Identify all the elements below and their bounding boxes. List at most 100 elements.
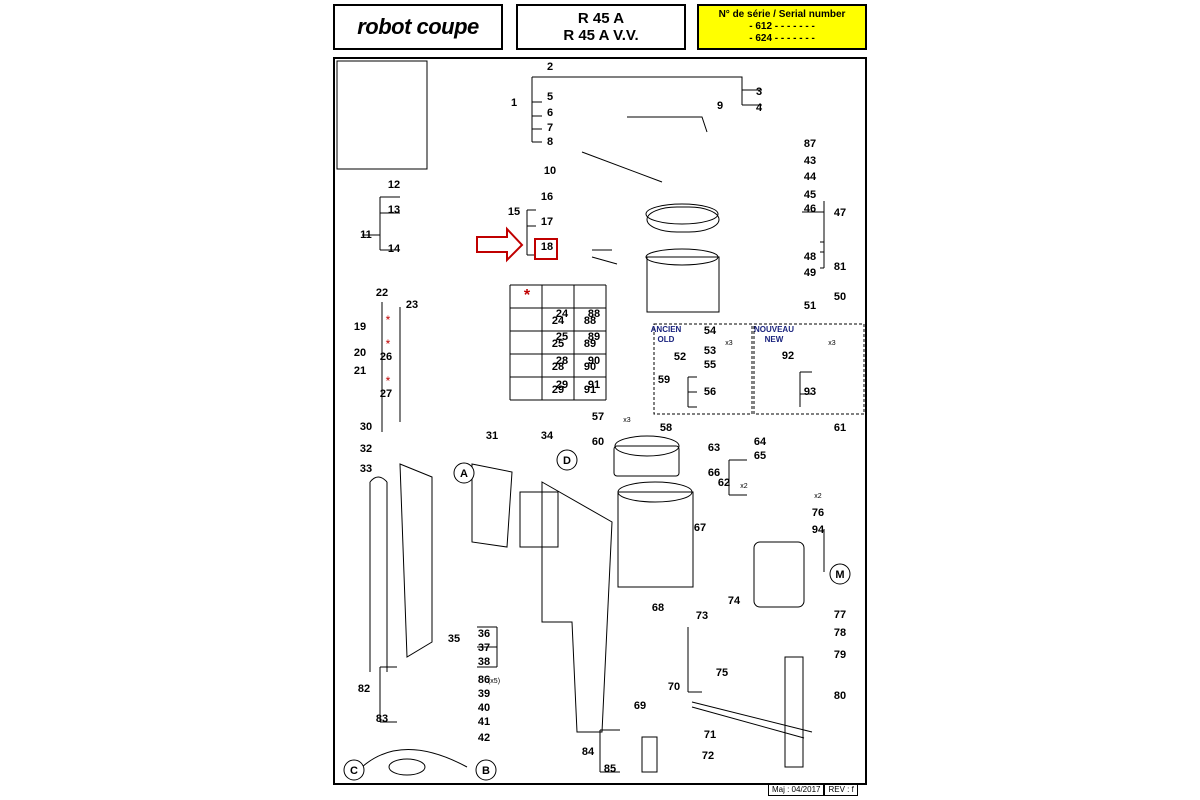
part-label-11: 11 [360,229,372,241]
part-label-26: 26 [380,351,392,363]
part-label-40: 40 [478,702,490,714]
part-label-33: 33 [360,463,372,475]
part-label-60: 60 [592,436,604,448]
table-cell: 90 [584,361,596,373]
circle-d [556,449,578,471]
part-label-79: 79 [834,649,846,661]
model-line-1: R 45 A [577,10,625,27]
part-label-93: 93 [804,386,816,398]
table-cell: 91 [584,384,596,396]
blade-reference-table: 24 88 25 89 28 90 29 91 [509,284,607,401]
nouveau-label: NOUVEAU [754,325,794,334]
part-label-18: 18 [541,241,553,253]
x5-86: (x5) [488,678,500,685]
part-label-81: 81 [834,261,846,273]
part-label-31: 31 [486,430,498,442]
part-label-47: 47 [834,207,846,219]
part-label-86: 86 [478,674,490,686]
part-label-68: 68 [652,602,664,614]
table-cell: 89 [584,338,596,350]
part-label-38: 38 [478,656,490,668]
cable-part [361,749,468,768]
new-label: NEW [765,335,784,344]
part-label-28: 28 [556,355,568,367]
part-label-7: 7 [547,122,553,134]
serial-number-box: N° de série / Serial number - 612 - - - … [697,4,867,50]
ancien-label: ANCIEN [651,325,682,334]
part-label-3: 3 [756,86,762,98]
part-label-19: 19 [354,321,366,333]
part-label-4: 4 [756,102,763,114]
part-label-30: 30 [360,421,372,433]
part-label-89: 89 [588,331,600,343]
part-label-88: 88 [588,308,600,320]
part-label-35: 35 [448,633,460,645]
part-label-71: 71 [704,729,716,741]
part-label-44: 44 [804,171,817,183]
part-label-50: 50 [834,291,846,303]
circle-b [475,759,497,781]
part-label-94: 94 [812,524,825,536]
table-cell: 29 [552,384,564,396]
revision-footer: Maj : 04/2017 REV : f [768,784,858,796]
part-label-15: 15 [508,206,520,218]
asterisk-1: * [386,313,391,327]
model-line-2: R 45 A V.V. [563,27,639,44]
circle-m [829,563,851,585]
serial-title: N° de série / Serial number [718,9,846,20]
part-label-74: 74 [728,595,741,607]
part-label-91: 91 [588,379,600,391]
part-label-16: 16 [541,191,553,203]
part-label-63: 63 [708,442,720,454]
serial-line-1: - 612 - - - - - - - [749,21,815,32]
part-label-76: 76 [812,507,824,519]
bowl-part [646,256,720,313]
lid-part [646,206,720,233]
part-label-8: 8 [547,136,553,148]
part-label-82: 82 [358,683,370,695]
part-label-69: 69 [634,700,646,712]
part-label-84: 84 [582,746,595,758]
part-label-12: 12 [388,179,400,191]
part-label-53: 53 [704,345,716,357]
new-version-box [753,323,865,415]
part-label-61: 61 [834,422,846,434]
part-label-34: 34 [541,430,554,442]
part-label-56: 56 [704,386,716,398]
part-label-72: 72 [702,750,714,762]
part-label-64: 64 [754,436,767,448]
model-box: R 45 A R 45 A V.V. [516,4,686,50]
circle-label-m: M [835,569,844,581]
part-label-59: 59 [658,374,670,386]
part-label-65: 65 [754,450,766,462]
part-label-83: 83 [376,713,388,725]
circle-label-c: C [350,765,358,777]
x2-66a: x2 [740,483,748,490]
part-label-45: 45 [804,189,816,201]
thumbnail-frame [336,60,428,170]
table-cell: 28 [552,361,564,373]
part-label-41: 41 [478,716,490,728]
table-asterisk: * [524,287,531,304]
frame-part [541,481,613,733]
motor-housing [617,491,694,588]
part-label-51: 51 [804,300,816,312]
part-label-22: 22 [376,287,388,299]
part-label-62: 62 [718,477,730,489]
part-label-21: 21 [354,365,366,377]
part-label-92: 92 [782,350,794,362]
part-label-52: 52 [674,351,686,363]
table-cell: 25 [552,338,564,350]
part-label-67: 67 [694,522,706,534]
part-label-73: 73 [696,610,708,622]
part-label-17: 17 [541,216,553,228]
circle-label-d: D [563,455,571,467]
old-version-box [653,323,753,415]
part-label-24: 24 [556,308,569,320]
part-label-39: 39 [478,688,490,700]
x2-66b: x2 [814,493,822,500]
x3-57: x3 [623,417,631,424]
wheel-axle-part [641,736,658,773]
circle-c [343,759,365,781]
